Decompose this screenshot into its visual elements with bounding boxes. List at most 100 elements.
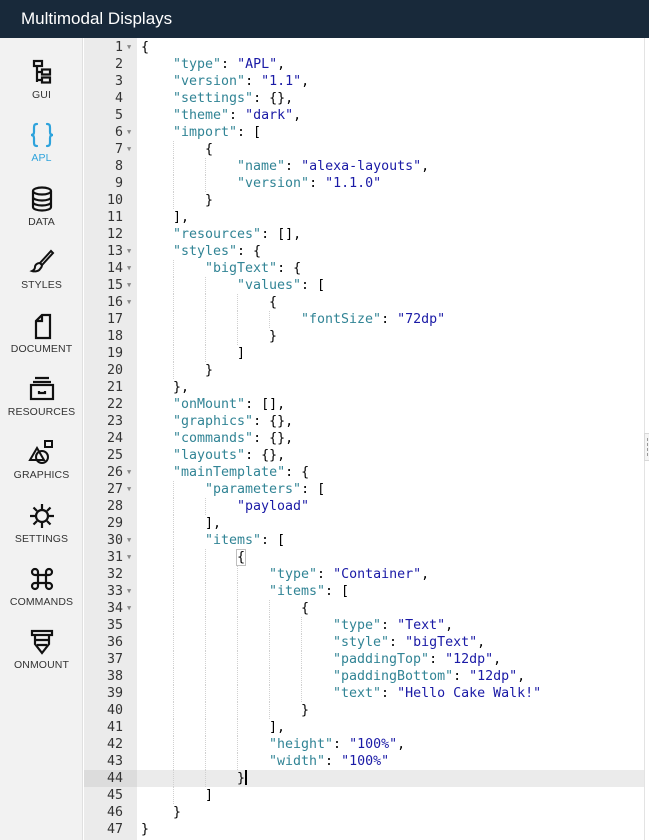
code-line[interactable]: 2"type": "APL", — [84, 56, 644, 73]
code-line[interactable]: 44} — [84, 770, 644, 788]
fold-toggle-icon[interactable]: ▼ — [127, 127, 132, 136]
code-line[interactable]: 8"name": "alexa-layouts", — [84, 157, 644, 175]
code-line[interactable]: 5"theme": "dark", — [84, 107, 644, 124]
code-line[interactable]: 15▼"values": [ — [84, 276, 644, 294]
punctuation: : — [317, 566, 334, 582]
fold-toggle-icon[interactable]: ▼ — [127, 246, 132, 255]
punctuation: : { — [277, 260, 302, 276]
code-line[interactable]: 24"commands": {}, — [84, 430, 644, 447]
line-number: 21 — [106, 379, 123, 395]
line-number: 9 — [114, 175, 123, 191]
fold-toggle-icon[interactable]: ▼ — [127, 587, 132, 595]
code-line[interactable]: 12"resources": [], — [84, 226, 644, 243]
code-line[interactable]: 23"graphics": {}, — [84, 413, 644, 430]
code-text: "height": "100%", — [269, 736, 405, 753]
code-line[interactable]: 16▼{ — [84, 293, 644, 311]
sidebar-item-data[interactable]: DATA — [0, 185, 83, 245]
sidebar-item-settings[interactable]: SETTINGS — [0, 502, 83, 562]
punctuation: : [ — [301, 481, 326, 497]
json-string: "Container" — [333, 566, 422, 582]
sidebar-item-styles[interactable]: STYLES — [0, 248, 83, 308]
code-line[interactable]: 18} — [84, 327, 644, 345]
sidebar-item-graphics[interactable]: GRAPHICS — [0, 438, 83, 498]
code-text: "width": "100%" — [269, 753, 389, 770]
code-line[interactable]: 6▼"import": [ — [84, 124, 644, 141]
fold-toggle-icon[interactable]: ▼ — [127, 144, 132, 153]
code-text: "type": "Text", — [333, 617, 453, 634]
code-line[interactable]: 28"payload" — [84, 497, 644, 515]
code-line[interactable]: 32"type": "Container", — [84, 565, 644, 583]
code-line[interactable]: 39"text": "Hello Cake Walk!" — [84, 685, 644, 703]
sidebar-item-document[interactable]: DOCUMENT — [0, 312, 83, 372]
code-line[interactable]: 46} — [84, 804, 644, 821]
code-line[interactable]: 9"version": "1.1.0" — [84, 174, 644, 192]
code-line[interactable]: 19] — [84, 344, 644, 362]
code-text: "style": "bigText", — [333, 634, 485, 651]
code-line[interactable]: 11], — [84, 209, 644, 226]
code-line[interactable]: 26▼"mainTemplate": { — [84, 464, 644, 481]
code-text: { — [301, 600, 309, 617]
code-line[interactable]: 17"fontSize": "72dp" — [84, 310, 644, 328]
indent-guide — [237, 565, 238, 583]
fold-toggle-icon[interactable]: ▼ — [127, 535, 132, 544]
code-line[interactable]: 43"width": "100%" — [84, 753, 644, 771]
code-line[interactable]: 4"settings": {}, — [84, 90, 644, 107]
panel-resize-handle[interactable] — [644, 433, 649, 461]
punctuation: , — [445, 618, 454, 634]
indent-guide — [173, 276, 174, 294]
code-line[interactable]: 36"style": "bigText", — [84, 634, 644, 652]
code-line[interactable]: 45] — [84, 787, 644, 805]
code-line[interactable]: 31▼{ — [84, 548, 644, 566]
fold-toggle-icon[interactable]: ▼ — [127, 280, 132, 289]
code-line[interactable]: 3"version": "1.1", — [84, 73, 644, 90]
code-line[interactable]: 1▼{ — [84, 39, 644, 56]
punctuation: , — [477, 635, 486, 651]
code-line[interactable]: 40} — [84, 702, 644, 720]
code-line[interactable]: 37"paddingTop": "12dp", — [84, 651, 644, 669]
line-number: 25 — [106, 447, 123, 463]
code-editor[interactable]: 1▼{2"type": "APL",3"version": "1.1",4"se… — [84, 38, 644, 840]
code-text: { — [141, 39, 149, 56]
code-line[interactable]: 7▼{ — [84, 140, 644, 158]
sidebar-item-onmount[interactable]: ONMOUNT — [0, 628, 83, 688]
sidebar-item-commands[interactable]: COMMANDS — [0, 565, 83, 625]
indent-guide — [173, 600, 174, 618]
code-line[interactable]: 30▼"items": [ — [84, 531, 644, 549]
code-line[interactable]: 29], — [84, 514, 644, 532]
sidebar-item-gui[interactable]: GUI — [0, 58, 83, 118]
onmount-icon — [30, 629, 53, 655]
indent-guide — [237, 617, 238, 635]
fold-toggle-icon[interactable]: ▼ — [127, 467, 132, 476]
sidebar-item-apl[interactable]: APL — [0, 121, 83, 181]
punctuation: } — [205, 362, 214, 378]
fold-toggle-icon[interactable]: ▼ — [127, 484, 132, 493]
indent-guide — [205, 617, 206, 635]
code-text: { — [205, 141, 213, 158]
code-line[interactable]: 21}, — [84, 379, 644, 396]
code-line[interactable]: 25"layouts": {}, — [84, 447, 644, 464]
code-line[interactable]: 27▼"parameters": [ — [84, 480, 644, 498]
code-line[interactable]: 34▼{ — [84, 600, 644, 618]
fold-toggle-icon[interactable]: ▼ — [127, 552, 132, 561]
fold-toggle-icon[interactable]: ▼ — [127, 42, 132, 51]
code-line[interactable]: 20} — [84, 361, 644, 379]
code-line[interactable]: 14▼"bigText": { — [84, 259, 644, 277]
code-line[interactable]: 22"onMount": [], — [84, 396, 644, 413]
code-line[interactable]: 33▼"items": [ — [84, 583, 644, 600]
code-line[interactable]: 35"type": "Text", — [84, 617, 644, 635]
indent-guide — [173, 497, 174, 515]
code-line[interactable]: 47} — [84, 821, 644, 838]
code-line[interactable]: 10} — [84, 191, 644, 209]
punctuation: : — [229, 107, 246, 123]
code-line[interactable]: 13▼"styles": { — [84, 243, 644, 260]
code-line[interactable]: 38"paddingBottom": "12dp", — [84, 668, 644, 686]
code-line[interactable]: 42"height": "100%", — [84, 736, 644, 754]
fold-toggle-icon[interactable]: ▼ — [127, 263, 132, 272]
punctuation: : {}, — [245, 447, 286, 463]
sidebar-item-resources[interactable]: RESOURCES — [0, 375, 83, 435]
code-line[interactable]: 41], — [84, 719, 644, 737]
fold-toggle-icon[interactable]: ▼ — [127, 297, 132, 306]
app-title-bar: Multimodal Displays — [0, 0, 649, 38]
fold-toggle-icon[interactable]: ▼ — [127, 604, 132, 613]
indent-guide — [205, 651, 206, 669]
